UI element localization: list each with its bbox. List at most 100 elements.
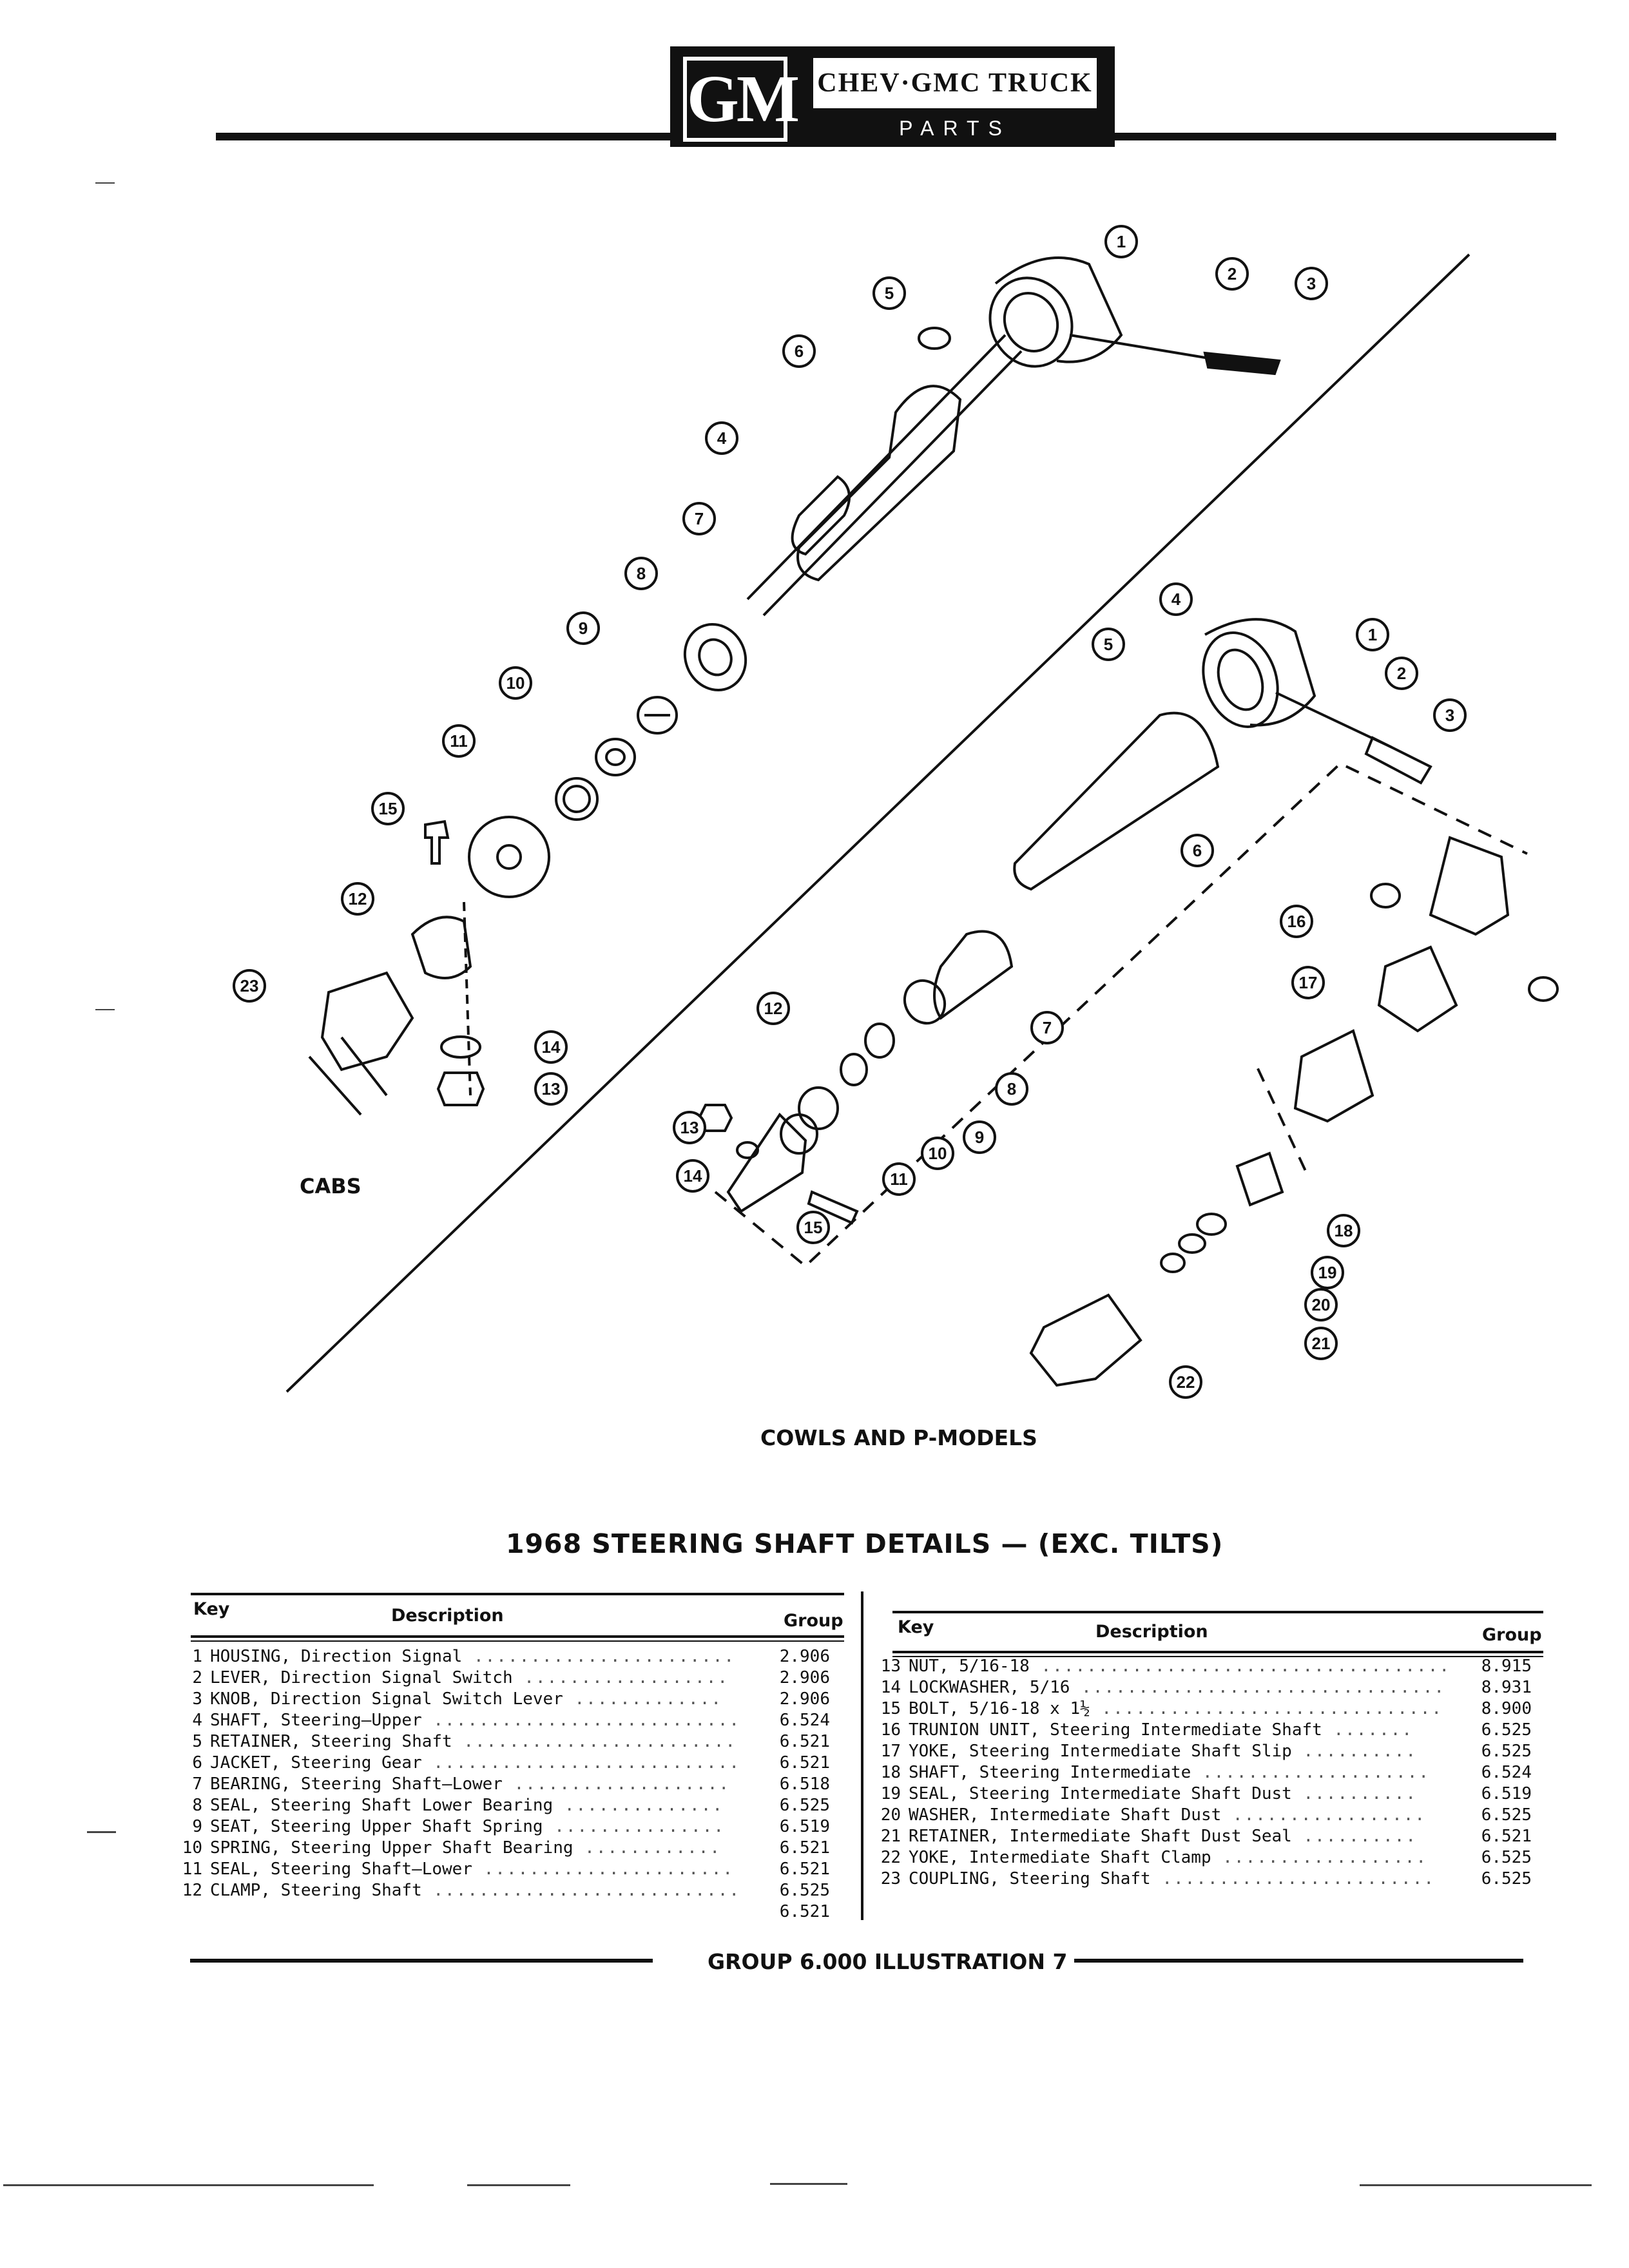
parts-table-left: 1 HOUSING, Direction Signal .............… [173, 1646, 830, 1923]
callout-number: 4 [1171, 590, 1181, 609]
callout-number: 2 [1397, 664, 1406, 683]
callout-number: 6 [795, 341, 804, 361]
table-right-group-header: Group [1482, 1625, 1542, 1645]
brand-line: CHEV·GMC TRUCK [813, 58, 1097, 108]
callout-number: 3 [1445, 706, 1454, 725]
callout-number: 3 [1307, 274, 1316, 293]
part-group: 6.521 [779, 1902, 830, 1921]
part-group: 6.524 [1481, 1763, 1532, 1782]
footer-rule-right [1074, 1959, 1523, 1963]
leader-dots: .......... [1291, 1827, 1418, 1846]
part-description: KNOB, Direction Signal Switch Lever ....… [210, 1689, 723, 1709]
table-right-top-rule [892, 1611, 1543, 1613]
table-left-group-header: Group [784, 1611, 843, 1631]
part-key: 10 [182, 1838, 202, 1858]
part-description: COUPLING, Steering Shaft ...............… [909, 1869, 1436, 1888]
leader-dots: ........................... [421, 1881, 741, 1900]
leader-dots: ............... [543, 1817, 726, 1836]
part-key: 20 [880, 1805, 901, 1825]
part-key: 15 [880, 1699, 901, 1718]
callout-number: 14 [684, 1166, 702, 1186]
callout-number: 10 [506, 673, 525, 693]
table-left-header-rule [191, 1635, 844, 1638]
leader-dots: ................. [1221, 1805, 1427, 1825]
callout-number: 10 [929, 1144, 947, 1163]
part-group: 6.521 [779, 1860, 830, 1879]
callout-number: 6 [1193, 841, 1202, 860]
leader-dots: .............. [553, 1796, 724, 1815]
callout-number: 9 [579, 619, 588, 638]
table-row: 3 KNOB, Direction Signal Switch Lever ...… [173, 1689, 830, 1710]
bottom-line-2 [467, 2184, 570, 2186]
part-key: 8 [192, 1796, 202, 1815]
footer-label: GROUP 6.000 ILLUSTRATION 7 [708, 1949, 1068, 1974]
callout-number: 1 [1368, 625, 1377, 644]
callout-number: 1 [1117, 232, 1126, 251]
margin-tick-1 [95, 182, 115, 184]
part-group: 8.900 [1481, 1699, 1532, 1718]
callout-number: 12 [764, 999, 783, 1018]
leader-dots: .......... [1291, 1742, 1418, 1761]
cabs-assembly [308, 256, 1281, 1116]
part-key: 3 [192, 1689, 202, 1709]
table-row: 1 HOUSING, Direction Signal .............… [173, 1646, 830, 1667]
part-description: TRUNION UNIT, Steering Intermediate Shaf… [909, 1720, 1414, 1740]
part-group: 2.906 [779, 1647, 830, 1666]
part-description: JACKET, Steering Gear ..................… [210, 1753, 741, 1773]
part-key: 4 [192, 1711, 202, 1730]
table-row: 17 YOKE, Steering Intermediate Shaft Slip… [871, 1741, 1532, 1762]
leader-dots: ....................... [462, 1647, 736, 1666]
table-right-description-header: Description [1095, 1622, 1208, 1642]
part-description: HOUSING, Direction Signal ..............… [210, 1647, 736, 1666]
part-description: SHAFT, Steering Intermediate ...........… [909, 1763, 1431, 1782]
part-description: SEAL, Steering Shaft Lower Bearing .....… [210, 1796, 724, 1815]
part-key: 1 [192, 1647, 202, 1666]
part-description: YOKE, Steering Intermediate Shaft Slip .… [909, 1742, 1418, 1761]
callout-number: 19 [1318, 1263, 1337, 1282]
table-row: 5 RETAINER, Steering Shaft ..............… [173, 1731, 830, 1753]
callout-number: 15 [804, 1218, 823, 1237]
table-center-divider [861, 1591, 863, 1920]
callout-number: 4 [717, 428, 727, 448]
callout-number: 16 [1287, 912, 1306, 931]
table-row: 10 SPRING, Steering Upper Shaft Bearing .… [173, 1838, 830, 1859]
cowls-callouts [673, 582, 1467, 1399]
bottom-line-4 [1360, 2184, 1592, 2186]
part-group: 6.521 [779, 1838, 830, 1858]
part-key: 17 [880, 1742, 901, 1761]
part-group: 6.525 [779, 1881, 830, 1900]
part-description: CLAMP, Steering Shaft ..................… [210, 1881, 741, 1900]
part-description: YOKE, Intermediate Shaft Clamp .........… [909, 1848, 1428, 1867]
leader-dots: .................................... [1029, 1657, 1451, 1676]
callout-number: 5 [885, 284, 894, 303]
part-description: RETAINER, Steering Shaft ...............… [210, 1732, 737, 1751]
cowls-assembly [697, 618, 1559, 1387]
leader-dots: .................. [512, 1668, 729, 1687]
leader-dots: ................................ [1070, 1678, 1446, 1697]
leader-dots: .................. [1211, 1848, 1428, 1867]
table-row-trailing: 6.521 [173, 1901, 830, 1923]
callout-number: 22 [1177, 1372, 1195, 1392]
table-left-key-header: Key [193, 1599, 230, 1619]
part-description: SPRING, Steering Upper Shaft Bearing ...… [210, 1838, 722, 1858]
margin-tick-2 [95, 1009, 115, 1010]
table-right-header-rule [892, 1651, 1543, 1653]
table-left-header-rule-2 [191, 1640, 844, 1642]
part-description: SEAL, Steering Intermediate Shaft Dust .… [909, 1784, 1418, 1803]
part-group: 6.519 [779, 1817, 830, 1836]
footer-rule-left [190, 1959, 653, 1963]
part-key: 5 [192, 1732, 202, 1751]
part-group: 6.525 [1481, 1742, 1532, 1761]
leader-dots: ........................ [1150, 1869, 1436, 1888]
